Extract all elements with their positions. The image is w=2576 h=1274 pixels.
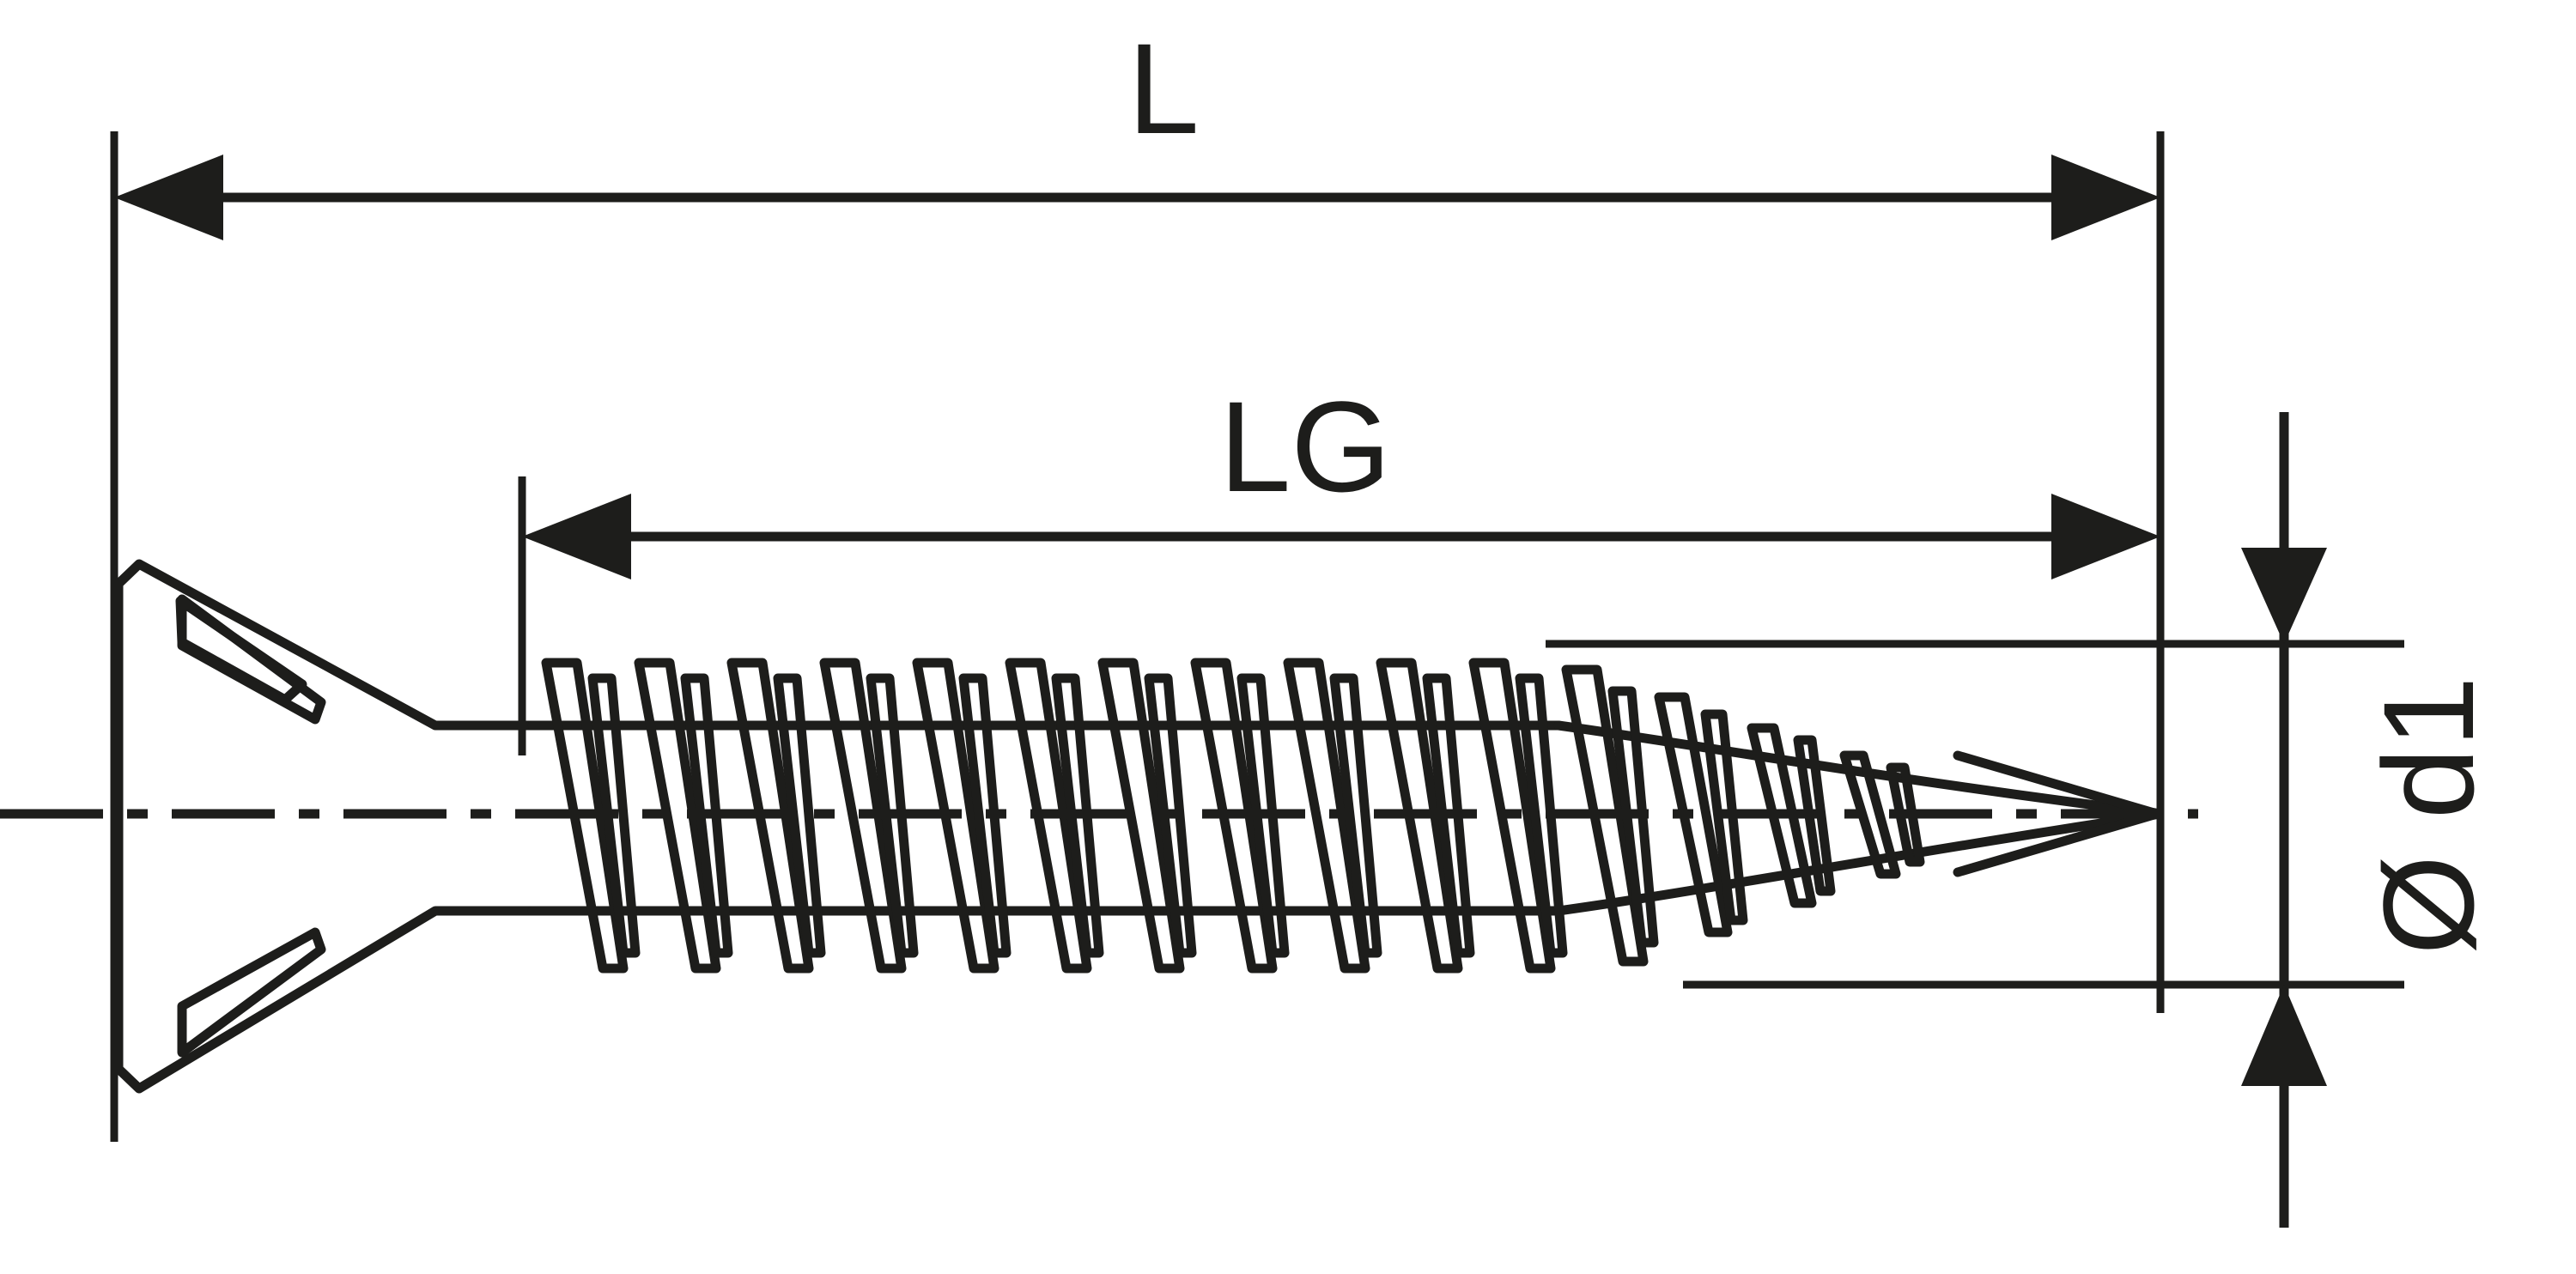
dimension-d1: Ø d1 [1546, 412, 2500, 1228]
l-arrowhead-right-icon [2051, 155, 2160, 240]
dimension-label-L: L [1127, 16, 1199, 161]
l-arrowhead-left-icon [114, 155, 223, 240]
head-rib-lower-shape [177, 927, 326, 1058]
dimension-L: L [110, 16, 2165, 1142]
head-rib-upper-shape [177, 594, 326, 725]
thread-back-flanks [587, 673, 1925, 958]
screw-body [113, 559, 2162, 1094]
lg-arrowhead-right-icon [2051, 494, 2160, 579]
thread-front-flanks [541, 658, 1901, 974]
d1-arrowhead-bottom-icon [2241, 985, 2327, 1086]
dimension-label-LG: LG [1219, 374, 1391, 519]
dimension-LG: LG [518, 374, 2160, 755]
screw-head-outline [113, 559, 538, 1094]
dimension-label-d1: Ø d1 [2356, 676, 2500, 955]
d1-arrowhead-top-icon [2241, 548, 2327, 644]
lg-arrowhead-left-icon [522, 494, 631, 579]
